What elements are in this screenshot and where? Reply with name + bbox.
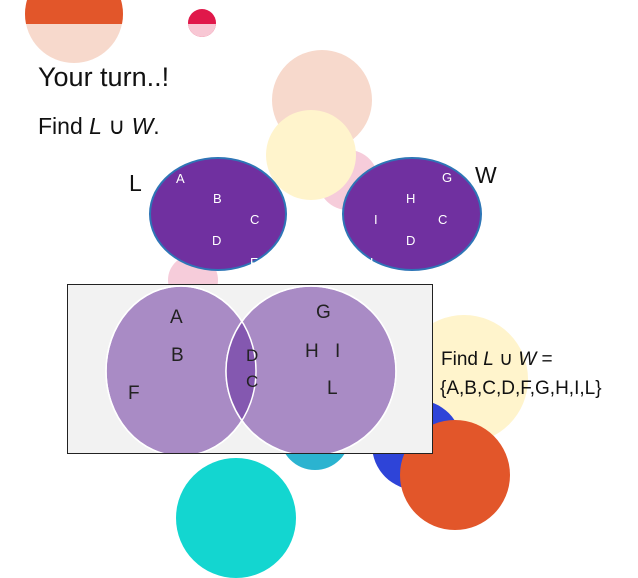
- prompt-prefix: Find: [38, 113, 90, 139]
- venn-diagram-box: A B F D C G H I L: [67, 284, 433, 454]
- set-w-ellipse: [342, 157, 482, 271]
- set-l-element: C: [250, 212, 260, 227]
- set-w-label: W: [475, 162, 497, 188]
- venn-only-l-element: F: [128, 383, 140, 404]
- prompt-set-a: L: [89, 113, 102, 139]
- prompt-set-b: W: [131, 113, 154, 139]
- answer-set-b: W: [518, 349, 537, 370]
- venn-intersection-element: D: [246, 346, 259, 365]
- answer-result: {A,B,C,D,F,G,H,I,L}: [440, 378, 602, 399]
- venn-only-l-element: B: [171, 345, 184, 366]
- answer-suffix: =: [536, 349, 553, 370]
- set-w-element: G: [442, 170, 453, 185]
- set-w-element: C: [438, 212, 448, 227]
- answer-prefix: Find: [441, 349, 484, 370]
- set-w-element: D: [406, 233, 416, 248]
- venn-only-l-element: A: [170, 307, 183, 328]
- answer-union-symbol: ∪: [499, 349, 514, 370]
- set-l-label: L: [129, 170, 142, 196]
- venn-only-w-element: L: [327, 378, 338, 399]
- slide-title: Your turn..!: [38, 62, 170, 92]
- venn-only-w-element: I: [335, 341, 341, 362]
- set-l-element: F: [250, 255, 258, 270]
- union-symbol: ∪: [108, 113, 126, 139]
- set-l-element: D: [212, 233, 222, 248]
- decorative-pink-cap-red: [188, 24, 216, 38]
- set-w-element: I: [374, 212, 378, 227]
- decorative-circle-cream-mid: [266, 110, 356, 200]
- venn-only-w-element: G: [316, 302, 331, 323]
- slide-prompt: Find L ∪ W.: [38, 113, 160, 140]
- answer-prompt: Find L ∪ W =: [441, 348, 553, 371]
- set-l-element: A: [176, 171, 185, 186]
- prompt-suffix: .: [153, 113, 160, 139]
- set-w-element: H: [406, 191, 416, 206]
- set-w-element: L: [370, 255, 378, 270]
- decorative-orange-cap-top: [25, 0, 123, 24]
- decorative-circle-cyan-bottom: [176, 458, 296, 578]
- set-l-ellipse: [149, 157, 287, 271]
- venn-diagram: [105, 285, 397, 453]
- answer-set-a: L: [483, 349, 494, 370]
- set-l-element: B: [213, 191, 222, 206]
- venn-intersection-element: C: [246, 372, 259, 391]
- venn-only-w-element: H: [305, 341, 319, 362]
